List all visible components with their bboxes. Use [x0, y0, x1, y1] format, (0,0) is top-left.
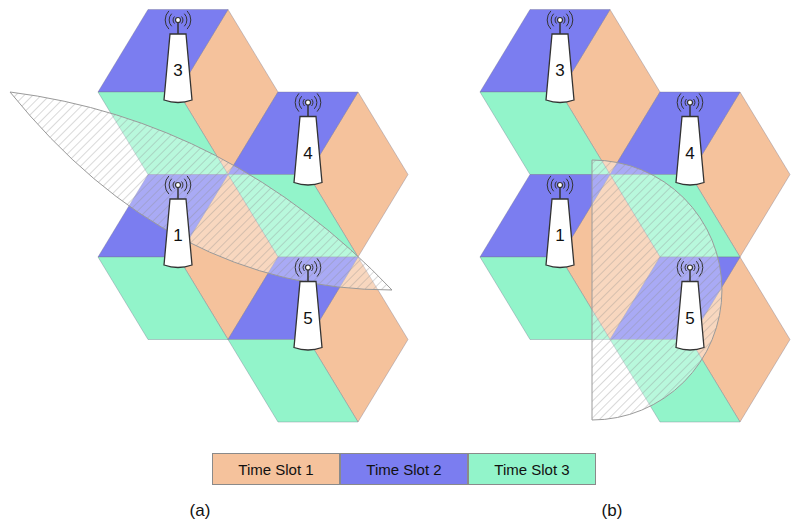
antenna-icon: [676, 258, 704, 350]
legend-swatch: Time Slot 1: [212, 453, 340, 485]
antenna-icon: [164, 176, 192, 268]
panel-label: (b): [602, 502, 623, 519]
sector-rhombus: [480, 92, 610, 175]
sector-rhombus: [228, 340, 358, 423]
antenna-icon: [294, 93, 322, 185]
cell-number: 5: [685, 309, 694, 326]
sector-rhombus: [98, 10, 228, 93]
sector-rhombus: [480, 257, 610, 340]
sector-rhombus: [610, 92, 740, 175]
legend-text: Time Slot 1: [238, 461, 313, 478]
interference-beam: [592, 160, 722, 420]
antenna-icon: [294, 258, 322, 350]
legend-swatch: Time Slot 2: [340, 453, 468, 485]
legend: Time Slot 1 Time Slot 2 Time Slot 3: [212, 453, 596, 485]
cell-number: 3: [173, 62, 182, 79]
legend-text: Time Slot 3: [494, 461, 569, 478]
antenna-icon: [546, 176, 574, 268]
antenna-icon: [676, 93, 704, 185]
sector-rhombus: [480, 10, 610, 93]
cell-number: 4: [685, 144, 694, 161]
legend-swatch: Time Slot 3: [468, 453, 596, 485]
cell-number: 1: [555, 227, 564, 244]
antenna-icon: [546, 11, 574, 103]
antenna-icon: [164, 11, 192, 103]
panel-label: (a): [190, 502, 211, 519]
cell-number: 5: [303, 309, 312, 326]
legend-text: Time Slot 2: [366, 461, 441, 478]
cell-number: 4: [303, 144, 312, 161]
interference-beam: [10, 92, 392, 290]
sector-rhombus: [228, 92, 358, 175]
cell-number: 1: [173, 227, 182, 244]
cell-number: 3: [555, 62, 564, 79]
sector-rhombus: [480, 175, 610, 258]
sector-rhombus: [98, 257, 228, 340]
